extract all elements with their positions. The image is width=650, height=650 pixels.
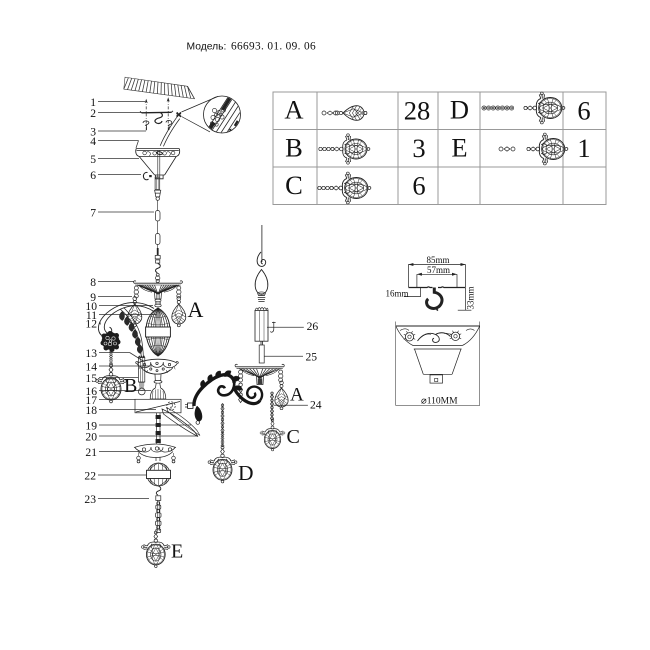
svg-text:B: B — [285, 132, 303, 162]
svg-text:2: 2 — [90, 107, 96, 120]
svg-text:16: 16 — [85, 385, 97, 398]
svg-text:12: 12 — [85, 318, 97, 331]
svg-text:85mm: 85mm — [427, 255, 450, 265]
svg-text:26: 26 — [307, 320, 319, 333]
svg-text:22: 22 — [84, 470, 96, 483]
svg-text:⌀110MM: ⌀110MM — [421, 397, 458, 407]
svg-text:D: D — [450, 95, 469, 125]
svg-text:A: A — [188, 297, 204, 322]
svg-text:18: 18 — [85, 404, 97, 417]
svg-text:7: 7 — [90, 207, 96, 220]
svg-text:6: 6 — [577, 95, 590, 125]
svg-text:B: B — [124, 375, 137, 397]
svg-text:9: 9 — [90, 291, 96, 304]
svg-text:Модель:: Модель: — [187, 41, 227, 52]
svg-text:A: A — [290, 385, 304, 406]
svg-text:A: A — [284, 95, 303, 125]
svg-text:10: 10 — [85, 300, 97, 313]
svg-text:20: 20 — [85, 431, 97, 444]
svg-text:28: 28 — [404, 95, 431, 125]
svg-text:15: 15 — [85, 372, 97, 385]
svg-text:3: 3 — [412, 133, 425, 163]
svg-text:5: 5 — [90, 153, 96, 166]
svg-text:23: 23 — [84, 493, 96, 506]
svg-text:14: 14 — [85, 361, 97, 374]
svg-text:C: C — [287, 426, 300, 448]
svg-text:8: 8 — [90, 276, 96, 289]
svg-text:C: C — [285, 170, 303, 200]
svg-text:D: D — [238, 461, 254, 485]
svg-text:57mm: 57mm — [427, 265, 450, 275]
svg-text:11: 11 — [86, 309, 97, 322]
svg-text:1: 1 — [577, 133, 590, 163]
svg-text:13: 13 — [85, 347, 97, 360]
svg-text:24: 24 — [310, 399, 322, 412]
svg-text:6: 6 — [412, 171, 425, 201]
svg-text:17: 17 — [85, 394, 97, 407]
svg-text:21: 21 — [85, 446, 97, 459]
svg-text:E: E — [451, 132, 467, 162]
svg-text:19: 19 — [85, 420, 97, 433]
svg-text:6: 6 — [90, 169, 96, 182]
svg-text:33mm: 33mm — [466, 286, 476, 309]
svg-text:16mm: 16mm — [386, 289, 409, 299]
svg-text:25: 25 — [306, 351, 318, 364]
svg-text:66693. 01. 09. 06: 66693. 01. 09. 06 — [231, 41, 316, 53]
svg-text:E: E — [171, 541, 183, 563]
svg-text:4: 4 — [90, 135, 96, 148]
svg-text:1: 1 — [90, 96, 96, 109]
svg-text:3: 3 — [90, 126, 96, 139]
